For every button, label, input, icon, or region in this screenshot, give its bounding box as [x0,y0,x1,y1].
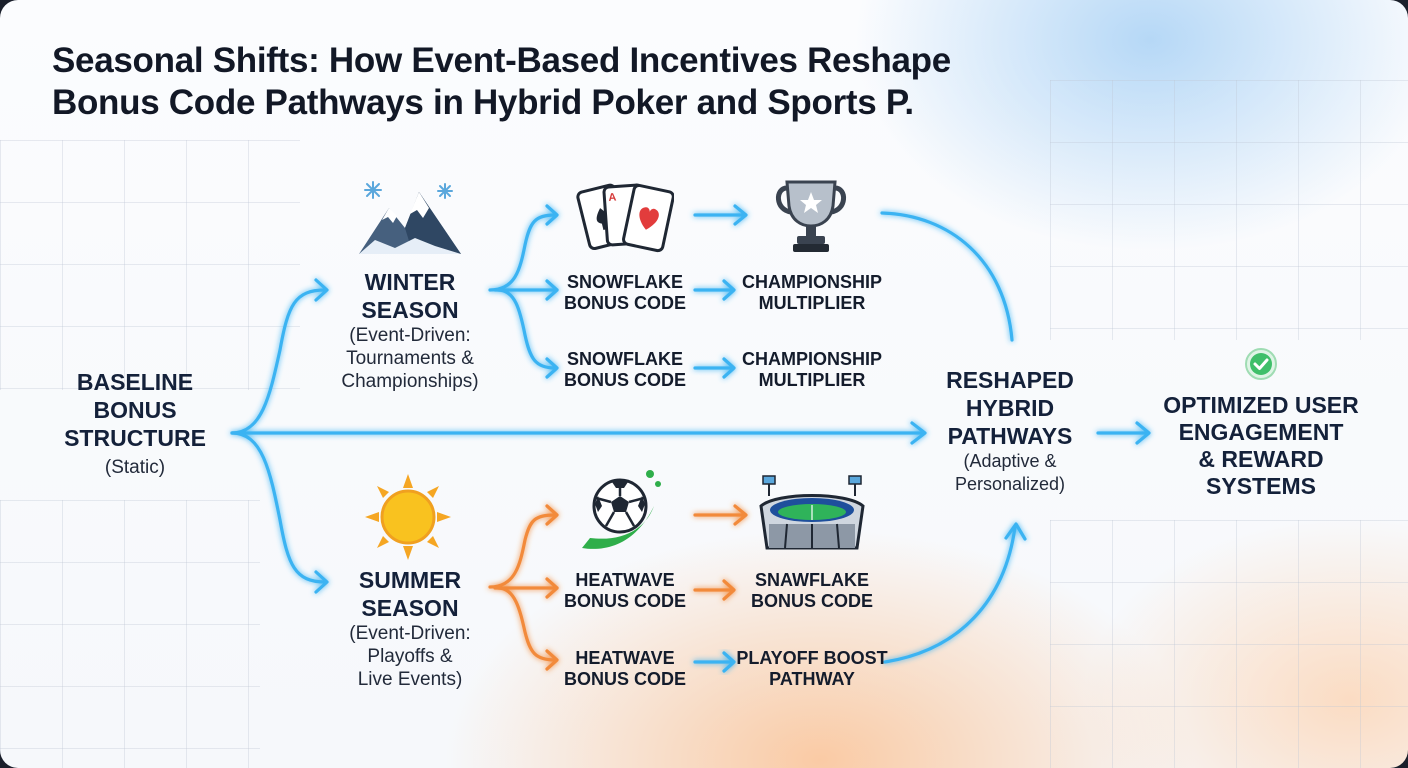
winter-reward-1-line-1: CHAMPIONSHIP [741,272,882,292]
snowy-mountain-icon [359,181,461,254]
baseline-subtitle: (Static) [104,457,166,478]
reshaped-subtitle-1: (Adaptive & [963,451,1057,471]
winter-code-1-line-2: BONUS CODE [563,293,686,313]
winter-reward-label-1: CHAMPIONSHIP MULTIPLIER [727,272,897,314]
summer-reward-2-line-1: PLAYOFF BOOST [736,648,888,668]
winter-to-cards-arrow [488,213,557,292]
svg-text:A: A [608,191,617,204]
baseline-node: BASELINE BONUS STRUCTURE (Static) [40,368,230,479]
winter-code-2-line-1: SNOWFLAKE [567,349,683,369]
summer-code-1-line-2: BONUS CODE [563,591,686,611]
trophy-to-reshaped-arrow [880,211,1014,342]
winter-to-code2-arrow [496,288,557,370]
optimized-title-4: SYSTEMS [1206,473,1316,499]
winter-subtitle-3: Championships) [341,371,479,392]
soccer-ball-icon [582,470,661,549]
winter-title-1: WINTER [364,269,456,295]
baseline-title-3: STRUCTURE [64,425,206,451]
summer-title-1: SUMMER [358,567,462,593]
summer-subtitle-1: (Event-Driven: [349,623,471,644]
winter-reward-1-line-2: MULTIPLIER [758,293,866,313]
grid-background-left [0,140,300,390]
trophy-icon [776,180,846,252]
winter-arrows [230,204,1151,664]
summer-to-code2-arrow [496,586,557,662]
title-line-2: Bonus Code Pathways in Hybrid Poker and … [52,83,914,122]
summer-code-label-2: HEATWAVE BONUS CODE [540,648,710,690]
summer-reward-2-line-2: PATHWAY [769,669,855,689]
title-line-1: Seasonal Shifts: How Event-Based Incenti… [52,41,951,80]
winter-code-label-2: SNOWFLAKE BONUS CODE [540,349,710,391]
summer-subtitle-2: Playoffs & [367,646,453,667]
reshaped-title-2: HYBRID [965,395,1055,421]
summer-code-2-line-1: HEATWAVE [575,648,675,668]
summer-code-label-1: HEATWAVE BONUS CODE [540,570,710,612]
check-circle-icon [1245,348,1277,380]
summer-arrows [488,504,748,671]
optimized-title-3: & REWARD [1198,446,1324,472]
playing-cards-icon: A [576,183,674,253]
optimized-title-2: ENGAGEMENT [1178,419,1344,445]
baseline-to-summer-arrow [230,431,327,584]
summer-reward-1-line-2: BONUS CODE [750,591,873,611]
winter-reward-label-2: CHAMPIONSHIP MULTIPLIER [727,349,897,391]
playoff-to-reshaped-arrow [883,525,1017,664]
winter-reward-2-line-2: MULTIPLIER [758,370,866,390]
summer-subtitle-3: Live Events) [357,669,463,690]
summer-code-1-line-1: HEATWAVE [575,570,675,590]
winter-title-2: SEASON [361,297,459,323]
baseline-to-winter-arrow [230,288,327,435]
baseline-title-1: BASELINE [76,369,194,395]
winter-reward-2-line-1: CHAMPIONSHIP [741,349,882,369]
winter-code-label-1: SNOWFLAKE BONUS CODE [540,272,710,314]
grid-background-bottom-right [1050,520,1408,768]
winter-code-1-line-1: SNOWFLAKE [567,272,683,292]
summer-reward-label-1: SNAWFLAKE BONUS CODE [727,570,897,612]
winter-code-2-line-2: BONUS CODE [563,370,686,390]
summer-season-node: SUMMER SEASON (Event-Driven: Playoffs & … [300,566,520,691]
reshaped-pathways-node: RESHAPED HYBRID PATHWAYS (Adaptive & Per… [920,366,1100,496]
page-title: Seasonal Shifts: How Event-Based Incenti… [52,40,1152,124]
optimized-engagement-node: OPTIMIZED USER ENGAGEMENT & REWARD SYSTE… [1145,392,1377,500]
reshaped-title-3: PATHWAYS [947,423,1073,449]
reshaped-title-1: RESHAPED [946,367,1074,393]
summer-reward-label-2: PLAYOFF BOOST PATHWAY [727,648,897,690]
summer-title-2: SEASON [361,595,459,621]
summer-code-2-line-2: BONUS CODE [563,669,686,689]
reshaped-subtitle-2: Personalized) [954,474,1066,494]
grid-background-right [1050,80,1408,340]
summer-reward-1-line-1: SNAWFLAKE [755,570,869,590]
grid-background-bottom-left [0,500,260,768]
optimized-title-1: OPTIMIZED USER [1163,392,1359,418]
winter-subtitle-2: Tournaments & [346,348,474,369]
baseline-title-2: BONUS [93,397,177,423]
stadium-icon [759,475,865,550]
winter-subtitle-1: (Event-Driven: [349,325,471,346]
winter-season-node: WINTER SEASON (Event-Driven: Tournaments… [300,268,520,393]
summer-to-ball-arrow [488,513,557,589]
sun-icon [365,474,451,560]
